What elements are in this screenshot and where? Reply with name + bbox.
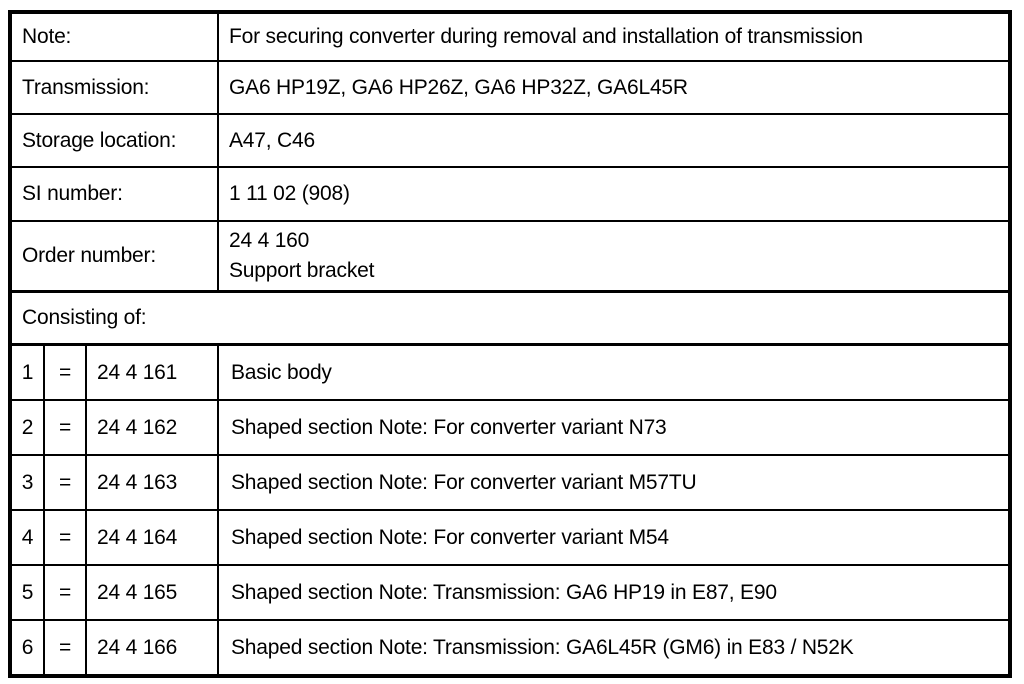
row-value: 1 11 02 (908) <box>229 182 350 205</box>
info-row-order-number: Order number: 24 4 160 Support bracket <box>12 222 1008 293</box>
item-order-number: 24 4 164 <box>87 511 219 564</box>
row-label: Transmission: <box>12 62 219 113</box>
order-number-value: 24 4 160 <box>229 229 310 252</box>
item-position: 5 <box>12 566 45 619</box>
equals-sign: = <box>45 511 87 564</box>
equals-sign: = <box>45 621 87 674</box>
item-order-number: 24 4 166 <box>87 621 219 674</box>
info-row-transmission: Transmission: GA6 HP19Z, GA6 HP26Z, GA6 … <box>12 62 1008 115</box>
info-row-storage-location: Storage location: A47, C46 <box>12 115 1008 168</box>
info-row-note: Note: For securing converter during remo… <box>12 14 1008 62</box>
item-row: 2 = 24 4 162 Shaped section Note: For co… <box>12 401 1008 456</box>
item-row: 1 = 24 4 161 Basic body <box>12 346 1008 401</box>
info-row-si-number: SI number: 1 11 02 (908) <box>12 168 1008 222</box>
row-value: 24 4 160 Support bracket <box>219 222 1008 290</box>
item-order-number: 24 4 162 <box>87 401 219 454</box>
tool-info-table: Note: For securing converter during remo… <box>8 10 1012 678</box>
item-position: 3 <box>12 456 45 509</box>
item-description: Shaped section Note: Transmission: GA6L4… <box>231 635 854 659</box>
item-row: 4 = 24 4 164 Shaped section Note: For co… <box>12 511 1008 566</box>
item-row: 3 = 24 4 163 Shaped section Note: For co… <box>12 456 1008 511</box>
row-label: Order number: <box>12 222 219 290</box>
item-description: Shaped section Note: For converter varia… <box>231 415 667 439</box>
item-position: 4 <box>12 511 45 564</box>
section-header-label: Consisting of: <box>22 306 147 329</box>
item-description: Shaped section Note: For converter varia… <box>231 525 669 549</box>
equals-sign: = <box>45 401 87 454</box>
item-row: 5 = 24 4 165 Shaped section Note: Transm… <box>12 566 1008 621</box>
row-label: Storage location: <box>12 115 219 166</box>
item-row: 6 = 24 4 166 Shaped section Note: Transm… <box>12 621 1008 674</box>
equals-sign: = <box>45 456 87 509</box>
item-description: Shaped section Note: For converter varia… <box>231 470 697 494</box>
equals-sign: = <box>45 346 87 399</box>
row-value: For securing converter during removal an… <box>229 25 863 48</box>
item-position: 2 <box>12 401 45 454</box>
item-description: Basic body <box>231 360 332 384</box>
row-label: Note: <box>12 14 219 60</box>
equals-sign: = <box>45 566 87 619</box>
item-order-number: 24 4 163 <box>87 456 219 509</box>
item-order-number: 24 4 161 <box>87 346 219 399</box>
item-position: 6 <box>12 621 45 674</box>
order-number-name: Support bracket <box>229 259 375 282</box>
item-position: 1 <box>12 346 45 399</box>
item-description: Shaped section Note: Transmission: GA6 H… <box>231 580 777 604</box>
section-header-row: Consisting of: <box>12 293 1008 346</box>
row-value: GA6 HP19Z, GA6 HP26Z, GA6 HP32Z, GA6L45R <box>229 75 688 99</box>
row-label: SI number: <box>12 168 219 220</box>
item-order-number: 24 4 165 <box>87 566 219 619</box>
row-value: A47, C46 <box>229 128 315 152</box>
